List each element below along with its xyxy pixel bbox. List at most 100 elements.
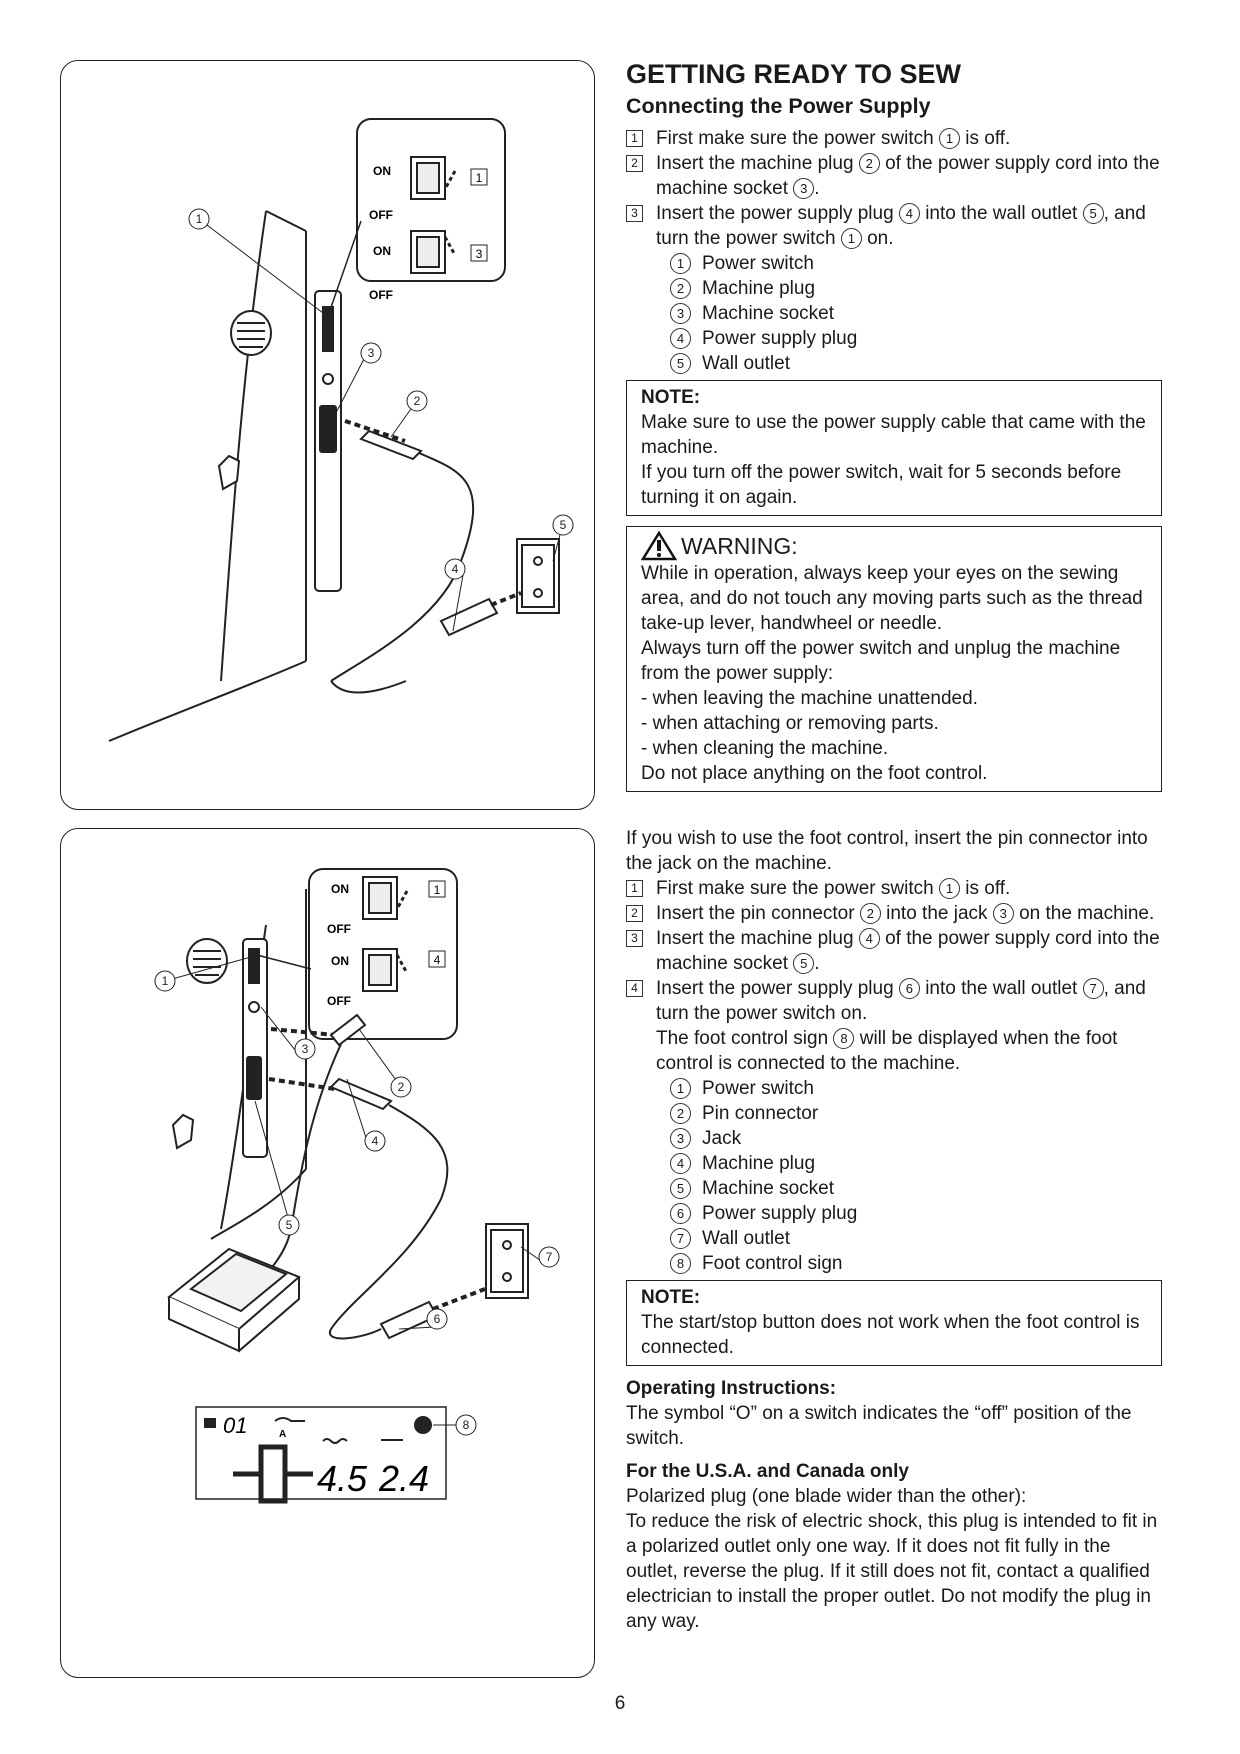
- ref-number: 5: [1082, 203, 1104, 224]
- step-text: into the wall outlet: [919, 203, 1083, 224]
- parts-item: 4 Machine plug: [670, 1151, 1162, 1176]
- section-connecting-power: GETTING READY TO SEW Connecting the Powe…: [626, 58, 1162, 802]
- step-item: 2 Insert the pin connector 2 into the ja…: [626, 901, 1162, 926]
- callout-3: 3: [368, 346, 375, 360]
- step-text: First make sure the power switch: [656, 128, 939, 149]
- warning-triangle-icon: [641, 531, 677, 561]
- lcd-pattern-number: 01: [223, 1413, 247, 1438]
- part-label: Power supply plug: [702, 1203, 858, 1224]
- step-text: on.: [861, 228, 894, 249]
- ref-number: 1: [938, 128, 960, 149]
- step-text: of the power supply cord into the machin…: [656, 153, 1160, 199]
- warning-title: WARNING:: [681, 533, 798, 559]
- step-text: Insert the machine plug: [656, 928, 859, 949]
- part-label: Machine plug: [702, 1153, 816, 1174]
- inset2-off-label-2: OFF: [327, 994, 351, 1008]
- step-number: 2: [626, 905, 643, 922]
- ref-number: 8: [833, 1028, 855, 1049]
- step-text: , and turn the power switch: [656, 203, 1146, 249]
- inset-on-label-1: ON: [373, 164, 391, 178]
- step-text: .: [814, 178, 820, 199]
- part-label: Wall outlet: [702, 353, 790, 374]
- usa-line: Polarized plug (one blade wider than the…: [626, 1486, 1027, 1507]
- step-text: will be displayed when the foot control …: [656, 1028, 1118, 1074]
- step-text: of the power supply cord into the machin…: [656, 928, 1160, 974]
- ref-number: 5: [793, 953, 815, 974]
- part-label: Machine plug: [702, 278, 816, 299]
- part-number: 2: [670, 278, 691, 299]
- usa-title: For the U.S.A. and Canada only: [626, 1461, 909, 1482]
- steps-list-1: 1 First make sure the power switch 1 is …: [626, 126, 1162, 251]
- part-label: Jack: [702, 1128, 742, 1149]
- note-title: NOTE:: [641, 1287, 701, 1308]
- lcd-sub-label: A: [279, 1429, 286, 1440]
- inset2-on-label-1: ON: [331, 882, 349, 896]
- inset-on-label-2: ON: [373, 244, 391, 258]
- note-title: NOTE:: [641, 387, 701, 408]
- callout2-2: 2: [398, 1080, 405, 1094]
- warning-line: Always turn off the power switch and unp…: [641, 638, 1121, 684]
- part-number: 4: [670, 1153, 691, 1174]
- step-text: is off.: [959, 128, 1011, 149]
- inset-step-1: 1: [476, 171, 483, 185]
- part-number: 3: [670, 1128, 691, 1149]
- parts-item: 2 Machine plug: [670, 276, 1162, 301]
- ref-number: 3: [793, 178, 815, 199]
- step-text: is off.: [959, 878, 1011, 899]
- parts-item: 4 Power supply plug: [670, 326, 1162, 351]
- inset2-on-label-2: ON: [331, 954, 349, 968]
- power-switch-shape: [322, 306, 334, 352]
- note-line: The start/stop button does not work when…: [641, 1312, 1140, 1358]
- usa-line: To reduce the risk of electric shock, th…: [626, 1511, 1158, 1632]
- note-line: If you turn off the power switch, wait f…: [641, 462, 1122, 508]
- figure-power-connection: ON OFF ON OFF 1 3: [60, 60, 595, 810]
- lcd-width-value: 4.5: [317, 1458, 368, 1499]
- warning-line: While in operation, always keep your eye…: [641, 563, 1143, 634]
- part-number: 4: [670, 328, 691, 349]
- part-number: 2: [670, 1103, 691, 1124]
- power-switch-shape-2: [248, 948, 260, 984]
- callout-5: 5: [560, 518, 567, 532]
- part-number: 1: [670, 253, 691, 274]
- warning-line: - when leaving the machine unattended.: [641, 688, 978, 709]
- step-text: Insert the power supply plug: [656, 203, 899, 224]
- page-title: GETTING READY TO SEW: [626, 59, 962, 89]
- callout2-1: 1: [162, 974, 169, 988]
- step-text: into the jack: [880, 903, 993, 924]
- callout-2: 2: [414, 394, 421, 408]
- ref-number: 6: [898, 978, 920, 999]
- inset-off-label-2: OFF: [369, 288, 393, 302]
- lcd-display: [195, 1406, 447, 1500]
- step-text: First make sure the power switch: [656, 878, 939, 899]
- callout2-6: 6: [434, 1312, 441, 1326]
- part-label: Power switch: [702, 1078, 814, 1099]
- part-number: 7: [670, 1228, 691, 1249]
- step-item: 1 First make sure the power switch 1 is …: [626, 876, 1162, 901]
- ref-number: 3: [992, 903, 1014, 924]
- step-number: 1: [626, 130, 643, 147]
- step-item: 3 Insert the machine plug 4 of the power…: [626, 926, 1162, 976]
- part-label: Machine socket: [702, 303, 835, 324]
- callout2-4: 4: [372, 1134, 379, 1148]
- part-label: Pin connector: [702, 1103, 819, 1124]
- machine-edge: [220, 210, 267, 682]
- part-label: Power supply plug: [702, 328, 858, 349]
- lcd-length-value: 2.4: [378, 1458, 429, 1499]
- parts-item: 3 Jack: [670, 1126, 1162, 1151]
- callout2-7: 7: [546, 1250, 553, 1264]
- inset-step-3: 3: [476, 247, 483, 261]
- callout-4: 4: [452, 562, 459, 576]
- callout-1: 1: [196, 212, 203, 226]
- intro-text: If you wish to use the foot control, ins…: [626, 828, 1148, 874]
- note-box-1: NOTE: Make sure to use the power supply …: [626, 380, 1162, 516]
- ref-number: 7: [1082, 978, 1104, 999]
- illustration-power-connection: ON OFF ON OFF 1 3: [108, 118, 574, 742]
- callout2-3: 3: [302, 1042, 309, 1056]
- parts-item: 2 Pin connector: [670, 1101, 1162, 1126]
- operating-text: The symbol “O” on a switch indicates the…: [626, 1403, 1132, 1449]
- part-number: 3: [670, 303, 691, 324]
- callout2-8: 8: [463, 1418, 470, 1432]
